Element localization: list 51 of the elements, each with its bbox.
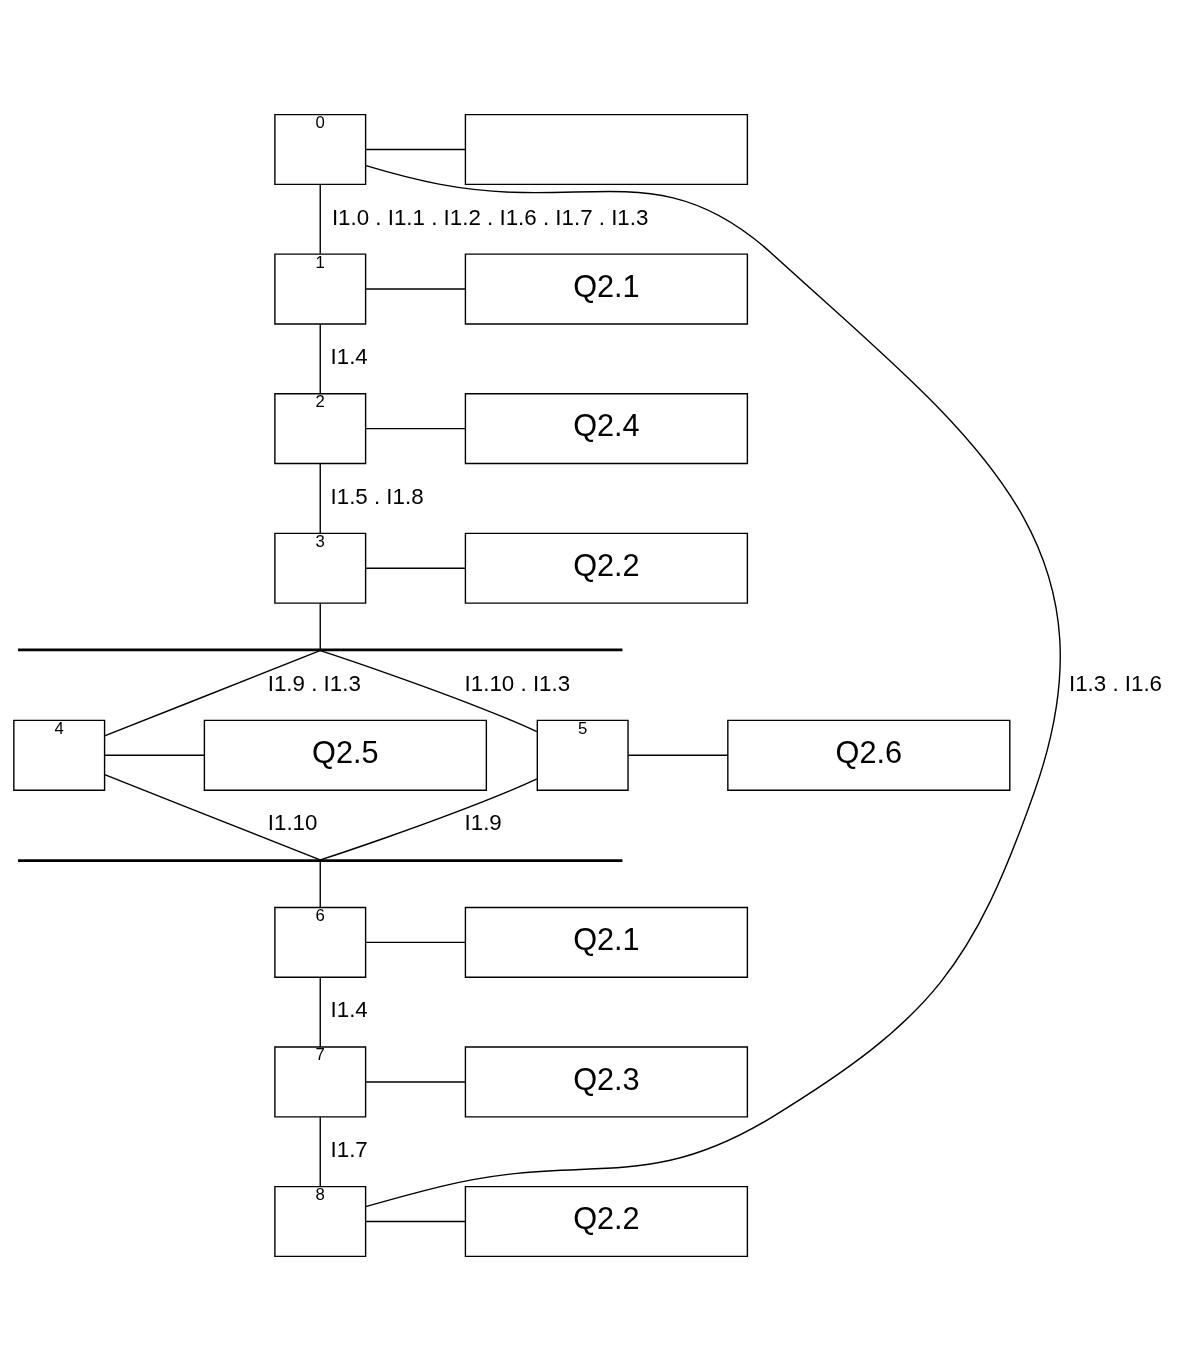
connector <box>365 427 466 429</box>
edge-label: I1.10 . I1.3 <box>464 670 571 696</box>
connector <box>104 773 321 861</box>
connector <box>104 754 205 756</box>
connector <box>319 649 538 732</box>
node-box: 5 <box>536 719 629 791</box>
connector <box>365 941 466 943</box>
node-box: 2 <box>274 392 367 464</box>
node-box: Q2.1 <box>464 906 749 978</box>
connector <box>319 602 321 650</box>
connector <box>103 649 321 737</box>
node-box <box>464 113 749 185</box>
edge-label: I1.4 <box>330 343 368 369</box>
edge-label: I1.0 . I1.1 . I1.2 . I1.6 . I1.7 . I1.3 <box>331 204 649 230</box>
node-box: Q2.5 <box>203 719 488 791</box>
connector <box>365 148 466 150</box>
node-box: Q2.2 <box>464 532 749 604</box>
connector <box>365 567 466 569</box>
node-box: 7 <box>274 1045 367 1118</box>
connector <box>319 860 321 908</box>
edge-label: I1.4 <box>330 996 368 1022</box>
node-box: Q2.6 <box>727 719 1011 791</box>
edge-label: I1.3 . I1.6 <box>1068 670 1163 696</box>
connector <box>319 777 538 861</box>
connector <box>319 183 321 254</box>
node-box: Q2.3 <box>464 1045 749 1118</box>
node-box: 6 <box>274 906 367 978</box>
connector <box>319 1115 321 1187</box>
connector <box>365 287 466 290</box>
edge-label: I1.7 <box>330 1136 368 1162</box>
node-box: Q2.2 <box>464 1185 749 1257</box>
connector <box>319 462 321 534</box>
node-box: Q2.4 <box>464 392 749 464</box>
connector <box>627 754 729 756</box>
node-box: 1 <box>274 252 367 325</box>
connector <box>364 164 1061 1207</box>
node-box: 8 <box>274 1185 367 1257</box>
connector <box>365 1080 466 1083</box>
node-box: 4 <box>13 719 106 791</box>
node-box: 3 <box>274 532 367 604</box>
node-bar <box>18 858 623 862</box>
node-box: 0 <box>274 113 367 185</box>
connector <box>365 1220 466 1222</box>
connector <box>319 323 321 394</box>
node-box: Q2.1 <box>464 252 749 325</box>
edge-label: I1.5 . I1.8 <box>330 483 424 509</box>
node-bar <box>18 648 623 651</box>
edge-label: I1.9 <box>464 809 502 835</box>
connector <box>319 976 321 1047</box>
edge-label: I1.10 <box>267 809 318 835</box>
edge-label: I1.9 . I1.3 <box>267 670 361 696</box>
